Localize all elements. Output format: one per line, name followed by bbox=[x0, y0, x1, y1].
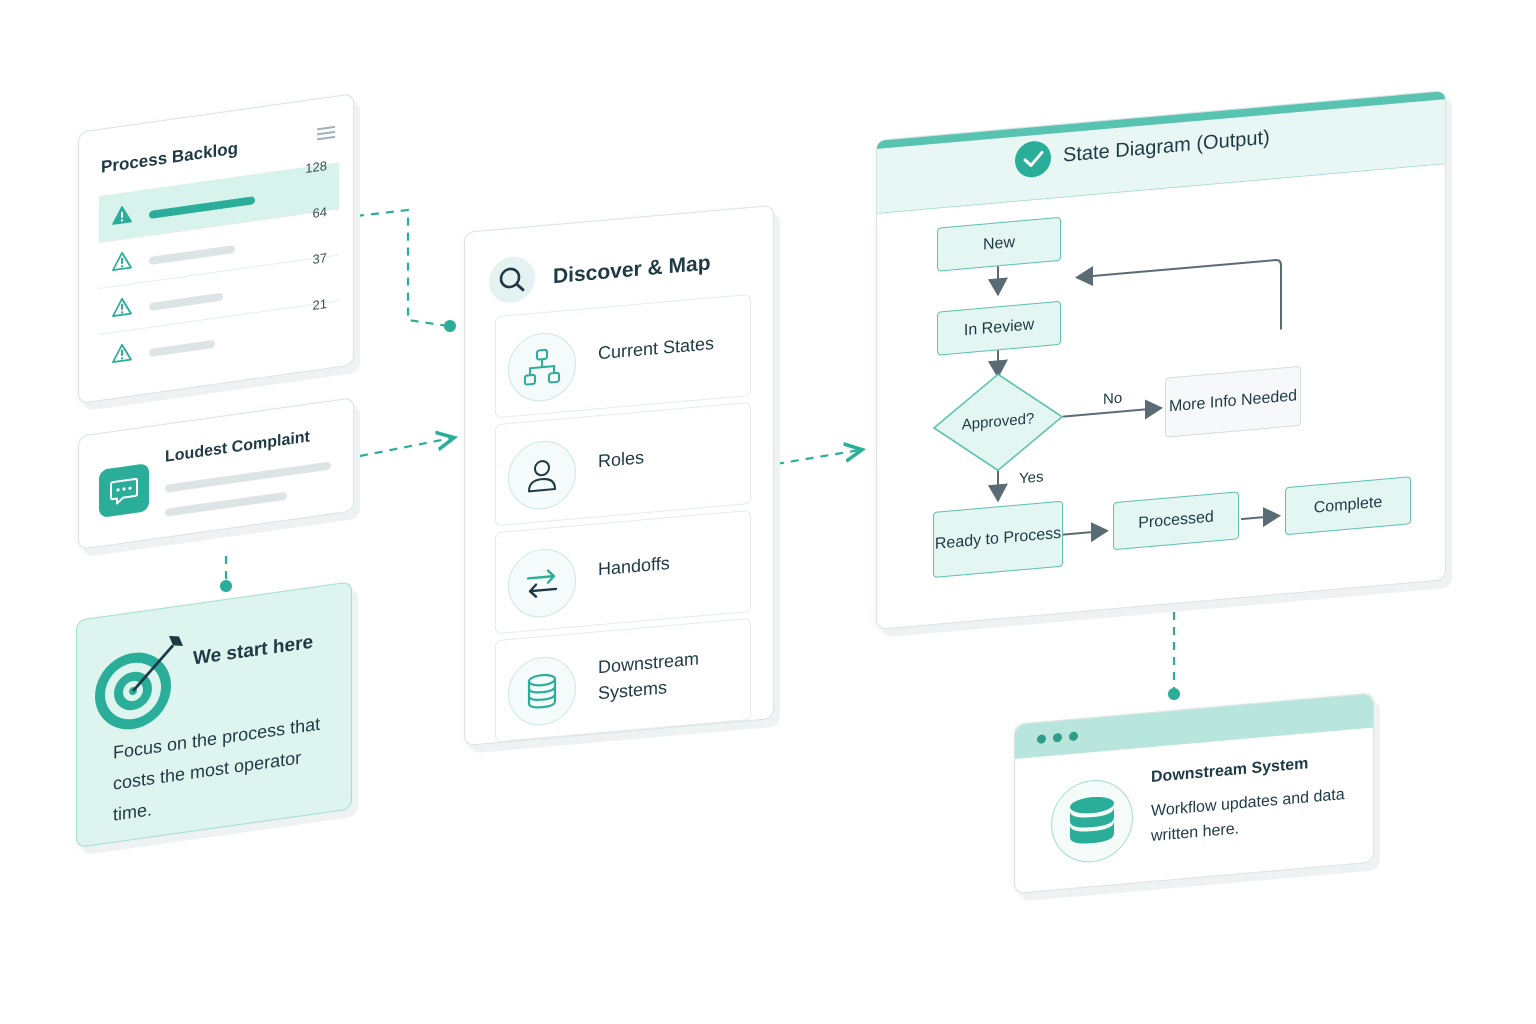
state-diagram-header: State Diagram (Output) bbox=[877, 91, 1445, 214]
connector-dot bbox=[444, 320, 456, 332]
menu-icon[interactable] bbox=[317, 123, 335, 144]
discover-item-roles[interactable]: Roles bbox=[495, 401, 751, 527]
connector-dot bbox=[220, 580, 232, 592]
discover-item-label: Handoffs bbox=[598, 553, 670, 580]
window-dot bbox=[1037, 734, 1046, 744]
discover-map-card: Discover & Map Current States Roles Hand… bbox=[464, 204, 774, 746]
connector-dot bbox=[1168, 688, 1180, 700]
downstream-system-description: Workflow updates and data written here. bbox=[1151, 786, 1345, 846]
person-icon bbox=[528, 460, 556, 493]
discover-item-downstream-systems[interactable]: Downstream Systems bbox=[495, 617, 751, 743]
search-icon[interactable] bbox=[489, 254, 535, 305]
hierarchy-icon bbox=[524, 348, 560, 386]
backlog-count: 21 bbox=[312, 296, 327, 314]
state-diagram-card: State Diagram (Output) New In Review Mor… bbox=[876, 90, 1446, 630]
loudest-complaint-card: Loudest Complaint bbox=[78, 397, 354, 550]
placeholder-line bbox=[165, 461, 331, 493]
backlog-count: 37 bbox=[312, 250, 327, 268]
process-backlog-card: Process Backlog 128 64 37 21 bbox=[78, 93, 354, 405]
database-icon bbox=[1051, 776, 1133, 866]
downstream-system-card: Downstream System Workflow updates and d… bbox=[1014, 692, 1374, 894]
chat-bubble-icon bbox=[99, 463, 149, 519]
window-titlebar bbox=[1015, 693, 1373, 759]
discover-item-label: Current States bbox=[598, 333, 715, 364]
we-start-here-card: We start here Focus on the process that … bbox=[76, 581, 352, 848]
window-dot bbox=[1053, 732, 1062, 743]
warning-icon bbox=[112, 297, 132, 317]
warning-icon bbox=[112, 251, 132, 271]
swap-arrows-icon bbox=[526, 569, 558, 598]
process-backlog-title: Process Backlog bbox=[101, 138, 239, 177]
window-dot bbox=[1069, 731, 1078, 742]
target-icon bbox=[95, 635, 183, 730]
discover-item-label: Roles bbox=[598, 447, 645, 472]
we-start-here-title: We start here bbox=[193, 631, 314, 670]
state-node-more-info-needed[interactable]: More Info Needed bbox=[1165, 365, 1301, 438]
discover-item-current-states[interactable]: Current States bbox=[495, 293, 751, 419]
edge-label-yes: Yes bbox=[1019, 468, 1044, 488]
backlog-bar bbox=[149, 244, 235, 266]
backlog-count: 64 bbox=[312, 204, 327, 222]
check-icon bbox=[1015, 139, 1051, 179]
backlog-row[interactable]: 128 bbox=[99, 158, 339, 244]
discover-item-handoffs[interactable]: Handoffs bbox=[495, 509, 751, 635]
placeholder-line bbox=[165, 491, 287, 517]
backlog-row[interactable]: 37 bbox=[99, 250, 339, 336]
database-icon bbox=[527, 673, 557, 709]
warning-icon bbox=[112, 206, 132, 225]
connector-complaint-to-discover bbox=[359, 438, 452, 458]
backlog-row[interactable]: 21 bbox=[99, 296, 339, 380]
discover-item-label: Downstream Systems bbox=[598, 648, 700, 704]
backlog-row[interactable]: 64 bbox=[99, 204, 339, 290]
discover-map-title: Discover & Map bbox=[553, 251, 711, 289]
state-node-ready-to-process[interactable]: Ready to Process bbox=[933, 500, 1063, 579]
edge-label-no: No bbox=[1103, 389, 1123, 409]
downstream-system-title: Downstream System bbox=[1151, 755, 1309, 787]
backlog-count: 128 bbox=[305, 158, 327, 177]
backlog-bar bbox=[149, 339, 215, 358]
backlog-bar bbox=[149, 196, 255, 220]
connector-discover-to-state bbox=[775, 450, 860, 466]
loudest-complaint-title: Loudest Complaint bbox=[165, 428, 310, 466]
state-edges bbox=[932, 259, 1282, 543]
warning-icon bbox=[112, 343, 132, 363]
connector-backlog-to-discover bbox=[355, 208, 449, 328]
backlog-bar bbox=[149, 292, 223, 312]
